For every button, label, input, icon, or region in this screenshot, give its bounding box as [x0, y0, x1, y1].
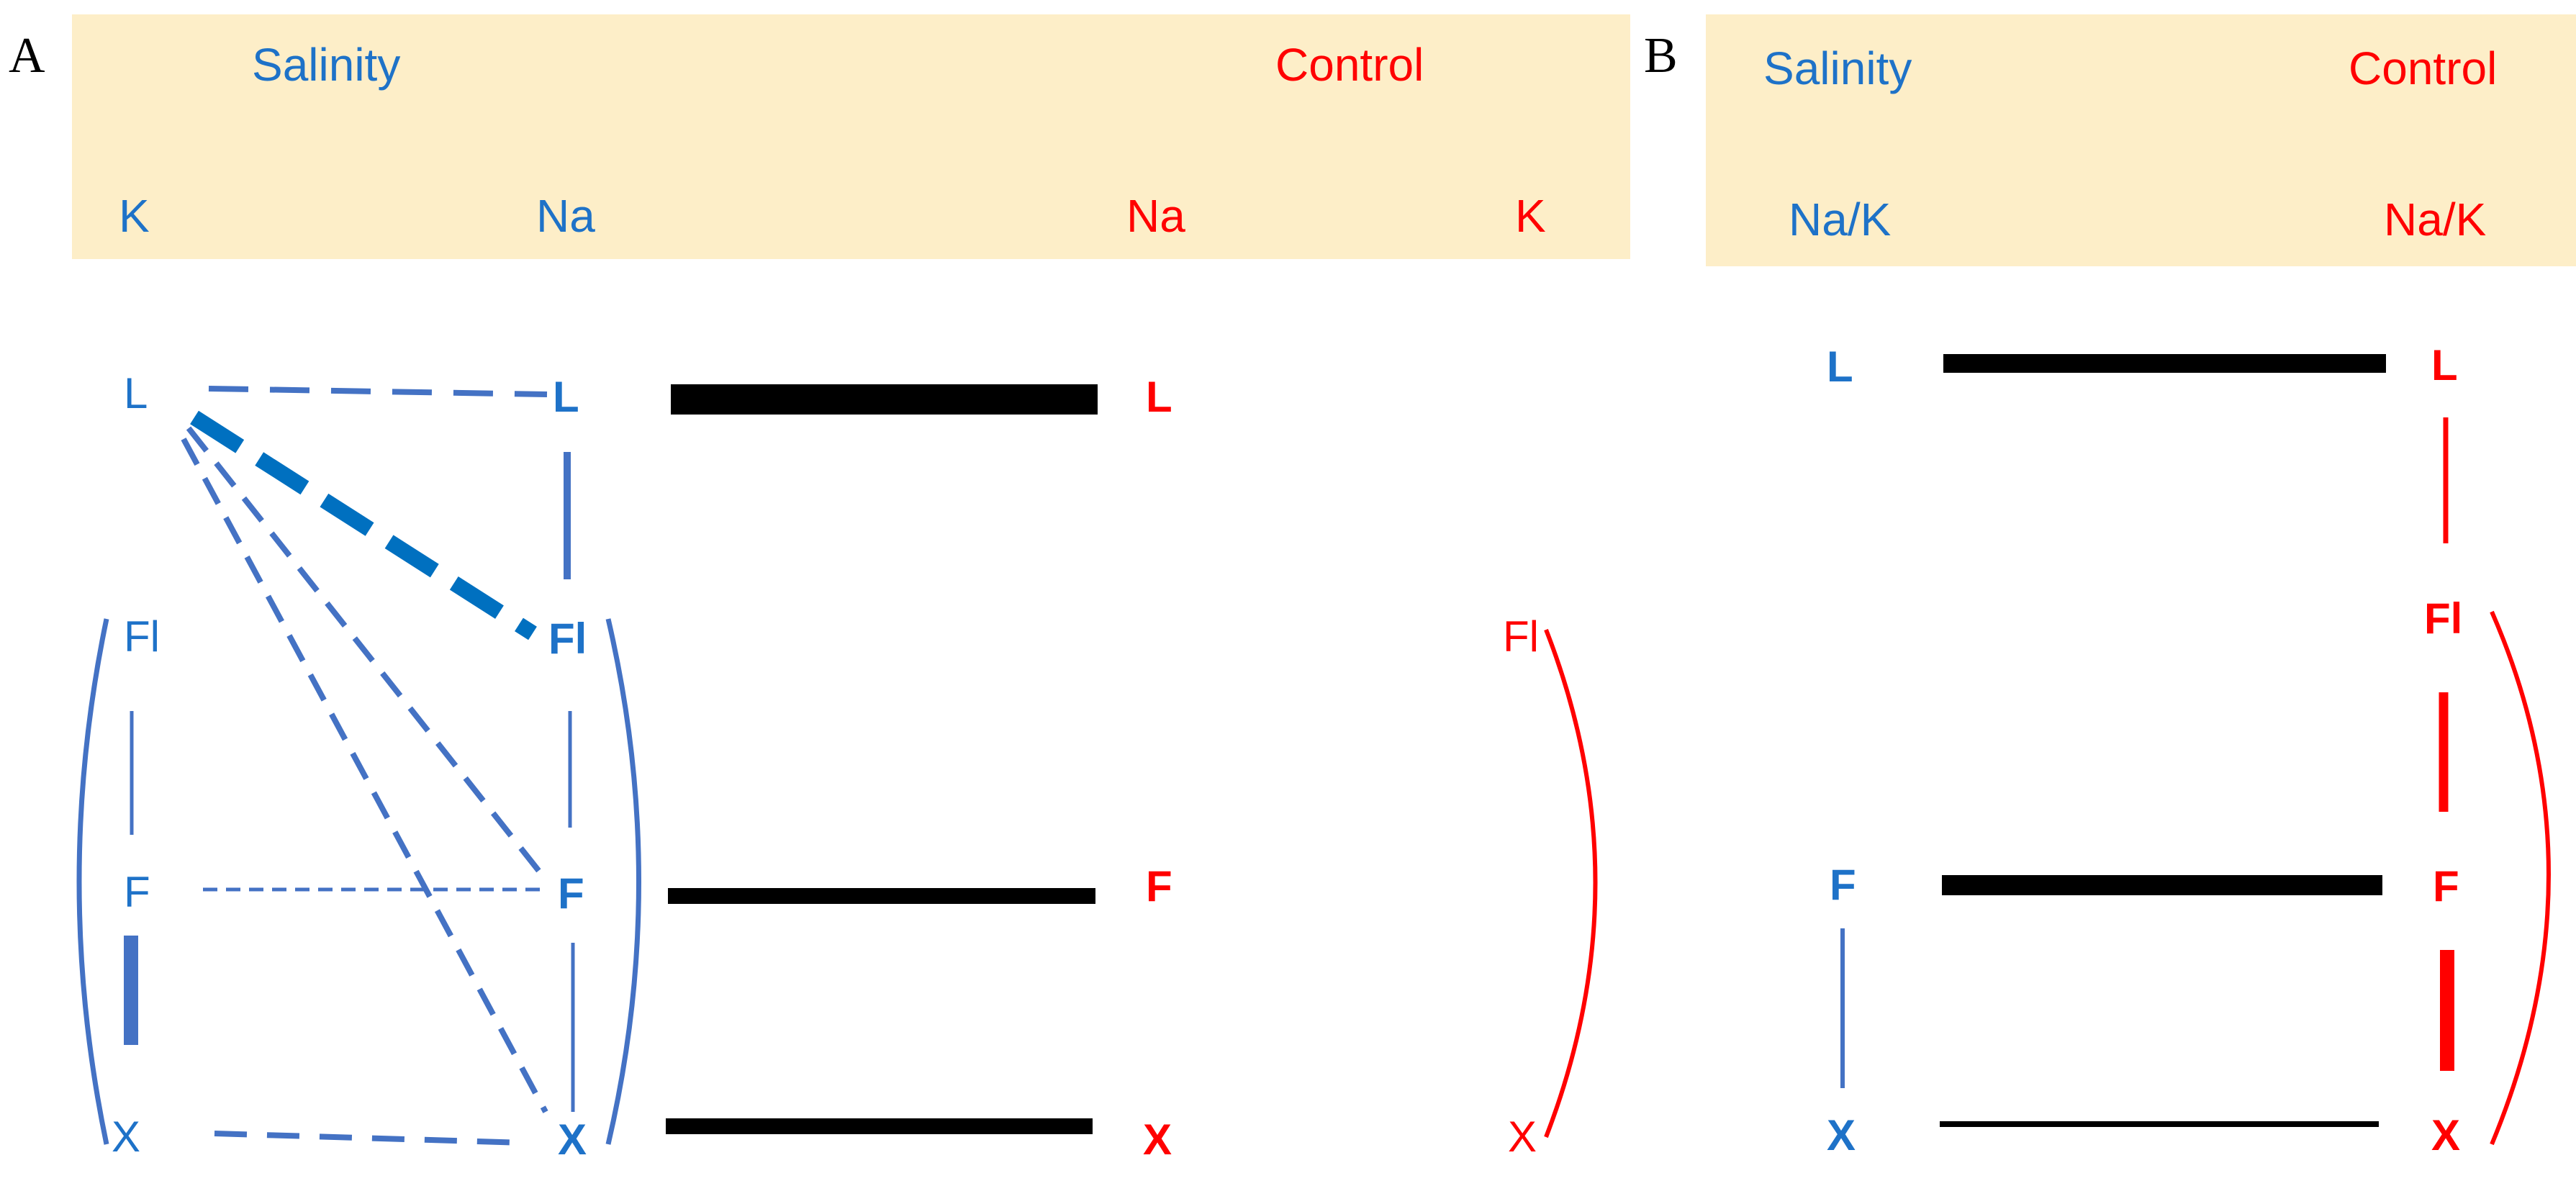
panel-b-title-control: Control — [2349, 42, 2497, 94]
bracket-na-right — [605, 618, 641, 1145]
k-node-l: L — [124, 369, 148, 417]
panel-a-col-control-k: K — [1515, 190, 1546, 242]
panel-a-letter: A — [9, 28, 45, 83]
k-node-f: F — [124, 868, 150, 916]
k-node-fl: Fl — [124, 612, 160, 661]
bracket-b-control — [2490, 610, 2551, 1146]
panel-b-header-banner — [1706, 14, 2576, 266]
control-na-node-l: L — [1146, 373, 1172, 421]
b-control-node-fl: Fl — [2424, 594, 2462, 643]
panel-b-col-control: Na/K — [2384, 194, 2486, 245]
edge-k-x-na-x — [214, 1131, 526, 1146]
na-node-fl: Fl — [548, 615, 587, 663]
na-node-l: L — [553, 373, 579, 421]
b-salinity-node-f: F — [1830, 861, 1856, 909]
na-node-x: X — [558, 1115, 587, 1164]
b-control-node-x: X — [2431, 1111, 2460, 1159]
panel-b-title-salinity: Salinity — [1763, 42, 1912, 94]
panel-b-col-salinity: Na/K — [1789, 194, 1891, 245]
bracket-k-left — [76, 618, 109, 1145]
panel-a-header-banner — [72, 14, 1630, 259]
panel-a-title-salinity: Salinity — [252, 39, 400, 91]
control-na-node-x: X — [1143, 1115, 1172, 1164]
b-control-node-f: F — [2433, 862, 2459, 910]
control-na-node-f: F — [1146, 862, 1172, 910]
bracket-control-k — [1544, 628, 1598, 1139]
panel-a-title-control: Control — [1275, 39, 1424, 91]
panel-b-letter: B — [1644, 28, 1678, 83]
edge-k-l-na-f — [186, 426, 548, 882]
edge-k-l-na-x — [181, 438, 548, 1113]
na-node-f: F — [558, 869, 584, 918]
b-salinity-node-x: X — [1827, 1111, 1856, 1159]
edge-k-l-na-fl — [190, 410, 537, 640]
b-control-node-l: L — [2431, 341, 2458, 389]
panel-a-col-control-na: Na — [1126, 190, 1185, 242]
control-k-node-fl: Fl — [1503, 612, 1539, 661]
edge-k-l-na-l — [208, 386, 548, 397]
control-k-node-x: X — [1508, 1113, 1537, 1161]
panel-a-col-na: Na — [536, 190, 595, 242]
panel-a-col-k: K — [119, 190, 150, 242]
k-node-x: X — [112, 1113, 140, 1161]
b-salinity-node-l: L — [1827, 343, 1853, 391]
